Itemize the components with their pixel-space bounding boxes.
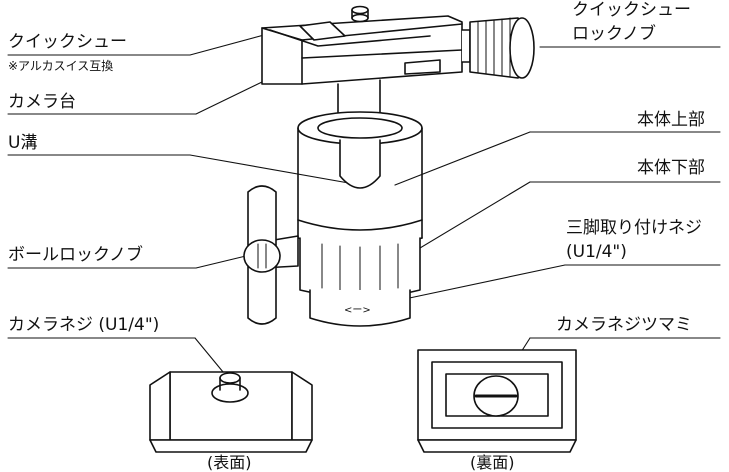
leader-lines: [7, 27, 721, 394]
label-body-upper: 本体上部: [637, 110, 705, 130]
label-arca-swiss-note: ※アルカスイス互換: [8, 59, 114, 73]
label-quick-shoe-lock-knob-1: クイックシュー: [572, 0, 691, 20]
svg-text:<ー>: <ー>: [344, 305, 371, 316]
quick-shoe-lock-knob: [461, 17, 535, 79]
ball-lock-knob-shape: [243, 185, 299, 325]
label-ball-lock-knob: ボールロックノブ: [8, 245, 143, 265]
plate-back: [417, 349, 577, 453]
plate-front: [149, 371, 313, 453]
label-camera-screw: カメラネジ (U1/4"): [8, 315, 160, 335]
caption-front: (表面): [207, 453, 252, 472]
caption-back: (裏面): [470, 453, 515, 472]
label-camera-screw-knob: カメラネジツマミ: [556, 315, 692, 335]
label-u-groove: U溝: [8, 133, 38, 153]
label-quick-shoe-lock-knob-2: ロックノブ: [572, 24, 656, 44]
label-tripod-screw-1: 三脚取り付けネジ: [566, 218, 702, 238]
body-lower: <ー>: [299, 237, 421, 327]
label-quick-shoe: クイックシュー: [8, 32, 127, 52]
label-camera-base: カメラ台: [8, 92, 76, 112]
label-tripod-screw-2: (U1/4"): [566, 242, 627, 262]
body-upper: [297, 111, 423, 248]
quick-shoe-clamp: [261, 5, 463, 85]
label-body-lower: 本体下部: [637, 158, 705, 178]
